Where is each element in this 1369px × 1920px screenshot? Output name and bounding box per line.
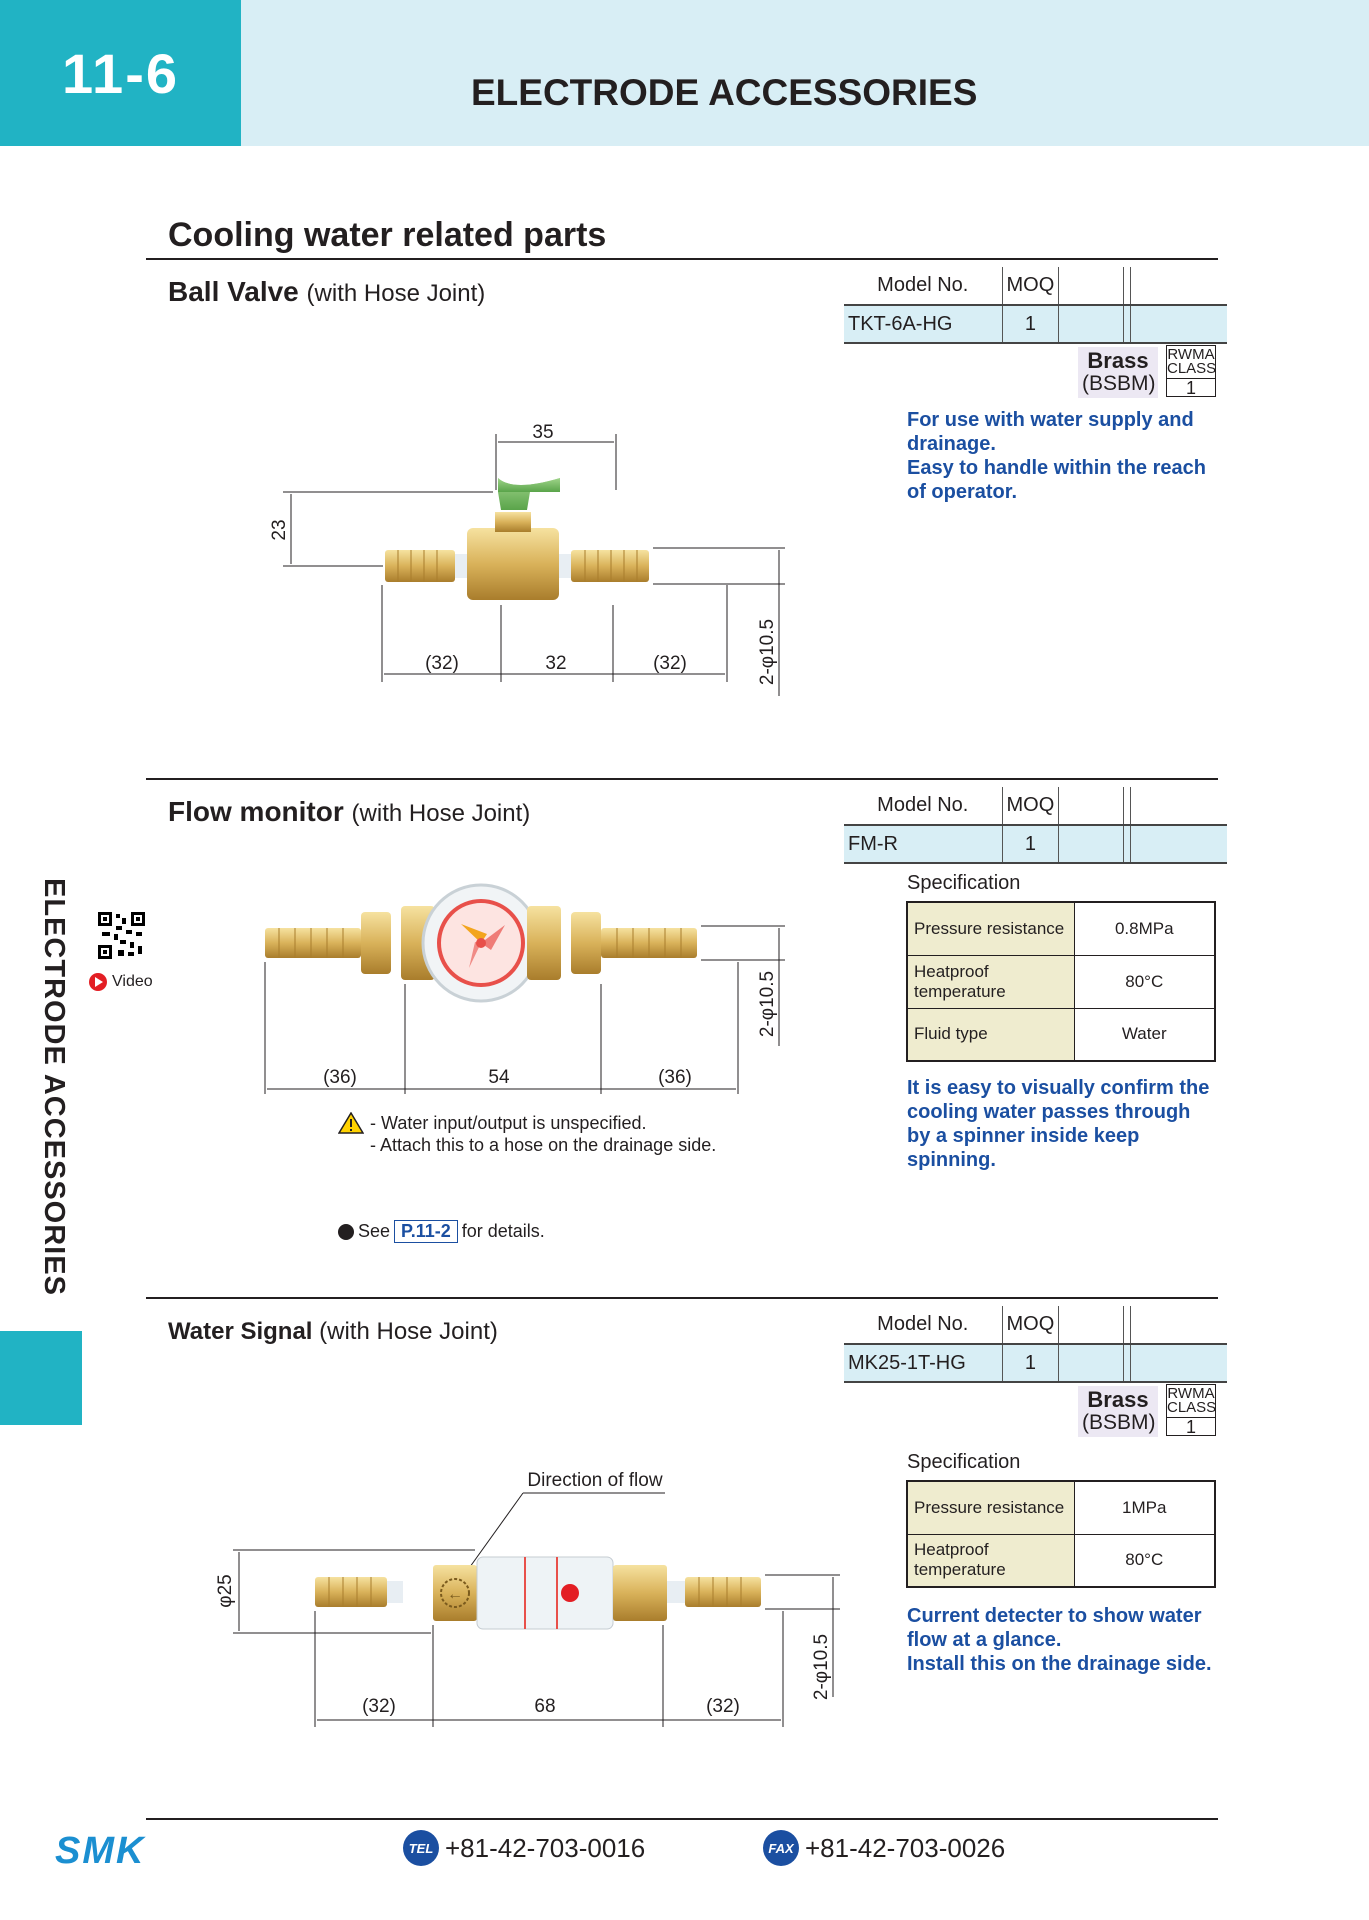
dim-left: (32) xyxy=(362,1696,396,1717)
material-badge: Brass(BSBM) xyxy=(1078,347,1158,398)
tel-contact: TEL +81-42-703-0016 xyxy=(403,1830,645,1866)
dim-center: 32 xyxy=(545,653,566,674)
dim-right: (32) xyxy=(706,1696,740,1717)
model-number: FM-R xyxy=(844,825,1003,864)
left-hose-joint xyxy=(385,550,467,582)
section-title: Cooling water related parts xyxy=(168,216,607,254)
moq-value: 1 xyxy=(1002,825,1060,864)
dim-diameter: φ25 xyxy=(215,1574,236,1607)
dim-left: (32) xyxy=(425,653,459,674)
dim-height: 23 xyxy=(269,519,290,540)
water-signal-drawing: Direction of flow ← φ25 (32) 68 (32) 2-φ… xyxy=(215,1470,840,1727)
spec-label: Specification xyxy=(907,872,1021,894)
company-logo: SMK xyxy=(55,1830,146,1872)
fax-contact: FAX +81-42-703-0026 xyxy=(763,1830,1005,1866)
svg-text:←: ← xyxy=(447,1586,463,1603)
bullet-icon xyxy=(338,1223,354,1240)
moq-header: MOQ xyxy=(1002,1306,1060,1345)
ball-valve-drawing: 35 23 (32) 32 (32) 2-φ10.5 xyxy=(269,422,785,696)
right-hose-joint xyxy=(559,550,649,582)
footer-rule xyxy=(146,1818,1218,1820)
page-number: 11-6 xyxy=(0,0,241,146)
see-reference: See P.11-2 for details. xyxy=(338,1220,545,1243)
video-link[interactable]: Video xyxy=(88,972,153,992)
phone-icon: TEL xyxy=(403,1830,439,1866)
side-tab xyxy=(0,1331,82,1425)
flow-monitor-title: Flow monitor (with Hose Joint) xyxy=(168,796,531,827)
ball-valve-title: Ball Valve (with Hose Joint) xyxy=(168,276,486,307)
flow-monitor-drawing: (36) 54 (36) 2-φ10.5 xyxy=(264,883,785,1094)
model-header: Model No. xyxy=(844,787,1003,826)
spec-label: Specification xyxy=(907,1451,1021,1473)
divider-1 xyxy=(146,778,1218,780)
section-rule xyxy=(146,258,1218,260)
warning-note: - Water input/output is unspecified.- At… xyxy=(338,1112,716,1156)
play-icon xyxy=(89,973,107,991)
dim-center: 68 xyxy=(534,1696,555,1717)
moq-value: 1 xyxy=(1002,1344,1060,1383)
model-number: TKT-6A-HG xyxy=(844,305,1003,344)
fax-icon: FAX xyxy=(763,1830,799,1866)
dim-right: (36) xyxy=(658,1067,692,1088)
page-ref-link[interactable]: P.11-2 xyxy=(394,1220,458,1243)
moq-header: MOQ xyxy=(1002,267,1060,306)
side-label: ELECTRODE ACCESSORIES xyxy=(38,878,70,1296)
dim-hose: 2-φ10.5 xyxy=(757,619,778,685)
divider-2 xyxy=(146,1297,1218,1299)
model-header: Model No. xyxy=(844,267,1003,306)
qr-code[interactable] xyxy=(98,912,145,959)
video-label: Video xyxy=(112,973,153,990)
model-header: Model No. xyxy=(844,1306,1003,1345)
dim-center: 54 xyxy=(488,1067,510,1088)
dim-hose: 2-φ10.5 xyxy=(757,971,778,1037)
flow-direction-label: Direction of flow xyxy=(527,1470,662,1491)
warning-icon xyxy=(338,1112,364,1134)
dim-right: (32) xyxy=(653,653,687,674)
dim-top: 35 xyxy=(532,422,553,443)
dim-hose: 2-φ10.5 xyxy=(811,1634,832,1700)
moq-header: MOQ xyxy=(1002,787,1060,826)
valve-body xyxy=(467,528,559,600)
material-badge: Brass(BSBM) xyxy=(1078,1386,1158,1437)
dim-left: (36) xyxy=(323,1067,357,1088)
moq-value: 1 xyxy=(1002,305,1060,344)
page-title: ELECTRODE ACCESSORIES xyxy=(471,72,978,113)
water-signal-title: Water Signal (with Hose Joint) xyxy=(168,1318,498,1345)
model-number: MK25-1T-HG xyxy=(844,1344,1003,1383)
